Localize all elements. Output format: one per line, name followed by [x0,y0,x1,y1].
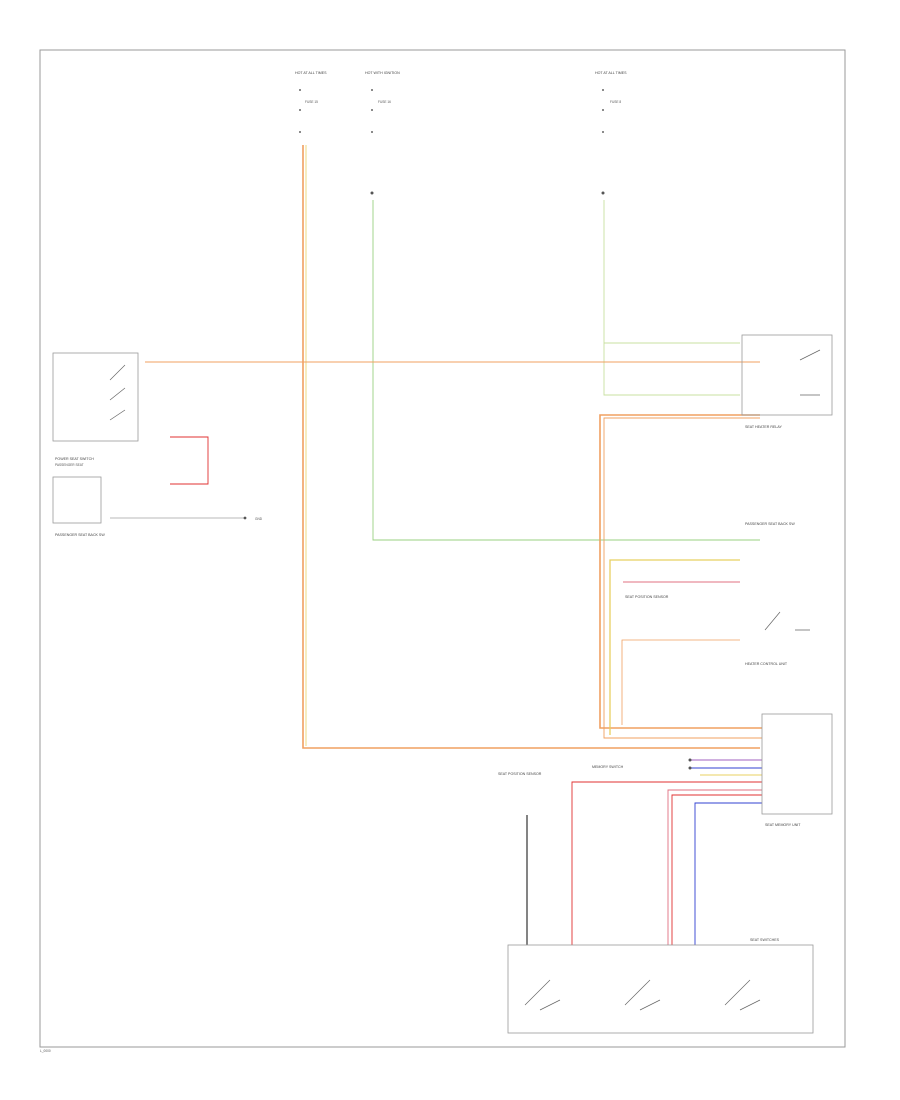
seat-heater-relay-label: SEAT HEATER RELAY [745,425,782,429]
seat-switch-b [624,979,661,1011]
passenger-seat-back-box [52,476,102,524]
fuse-3-dot-3 [602,131,604,133]
memory-switch-label: MEMORY SWITCH [592,765,624,769]
seat-switches-box [507,944,814,1034]
fuse-1-dot [299,89,301,91]
fuse-3-header: HOT AT ALL TIMES [595,71,627,75]
passenger-seat-switch-box [52,352,139,442]
seat-position-sensor-label: SEAT POSITION SENSOR [498,772,542,776]
connector-3-dot [601,191,605,195]
wire-orange-main [302,145,760,749]
ground-dot-left [243,516,247,520]
wire-orange-heater [621,639,740,725]
heater-switch [764,611,810,631]
diagram-frame [39,49,846,1048]
wire-red-1 [571,781,762,945]
fuse-1-header: HOT AT ALL TIMES [295,71,327,75]
seat-switch-label-2: PASSENGER SEAT [55,463,84,467]
seat-switch-label: POWER SEAT SWITCH [55,457,94,461]
heater-ctrl-label: HEATER CONTROL UNIT [745,662,788,666]
footer-code: L_0000 [40,1049,51,1053]
fuse-2-dot-3 [371,131,373,133]
wire-red-left [170,436,209,485]
wire-pink-2 [667,789,762,945]
seat-switch-c [724,979,761,1011]
wire-red-2 [671,794,762,945]
fuse-2-dot [371,89,373,91]
wire-green-hot-ign [372,200,760,541]
relay-contact [799,349,821,396]
fuse-2-dot-2 [371,109,373,111]
left-switch-contact [109,364,126,421]
fuse-1-id: FUSE 15 [305,100,318,104]
sensor-label: SEAT POSITION SENSOR [625,595,669,599]
memory-switch-dot [688,758,692,762]
fuse-block-3: HOT AT ALL TIMES FUSE 8 [595,71,627,195]
fuse-3-id: FUSE 8 [610,100,621,104]
passenger-seat-sw-label: PASSENGER SEAT BACK SW [55,533,105,537]
connector-2-dot [370,191,374,195]
pin-label-p3: GND [255,517,263,521]
seat-switches-label: SEAT SWITCHES [750,938,780,942]
wire-orange-bundle-2 [603,417,762,739]
fuse-3-dot-2 [602,109,604,111]
memory-switch-dot-2 [688,766,692,770]
fuse-3-dot [602,89,604,91]
fuse-1-dot-2 [299,109,301,111]
wire-orange-bundle-1 [599,414,762,729]
fuse-2-header: HOT WITH IGNITION [365,71,400,75]
wire-blue-2 [694,802,762,945]
seat-memory-unit-label: SEAT MEMORY UNIT [765,823,801,827]
fuse-1-dot-3 [299,131,301,133]
seat-memory-unit-box [761,713,833,815]
fuse-2-id: FUSE 16 [378,100,391,104]
seat-switch-a [524,979,561,1011]
fuse-block-1: HOT AT ALL TIMES FUSE 15 [295,71,327,133]
seat-heater-relay-box [741,334,833,416]
passenger-seat-back-label: PASSENGER SEAT BACK SW [745,522,795,526]
wire-yellow-bundle [609,559,740,735]
fuse-block-2: HOT WITH IGNITION FUSE 16 [365,71,400,195]
wire-light-green-3 [603,200,740,396]
